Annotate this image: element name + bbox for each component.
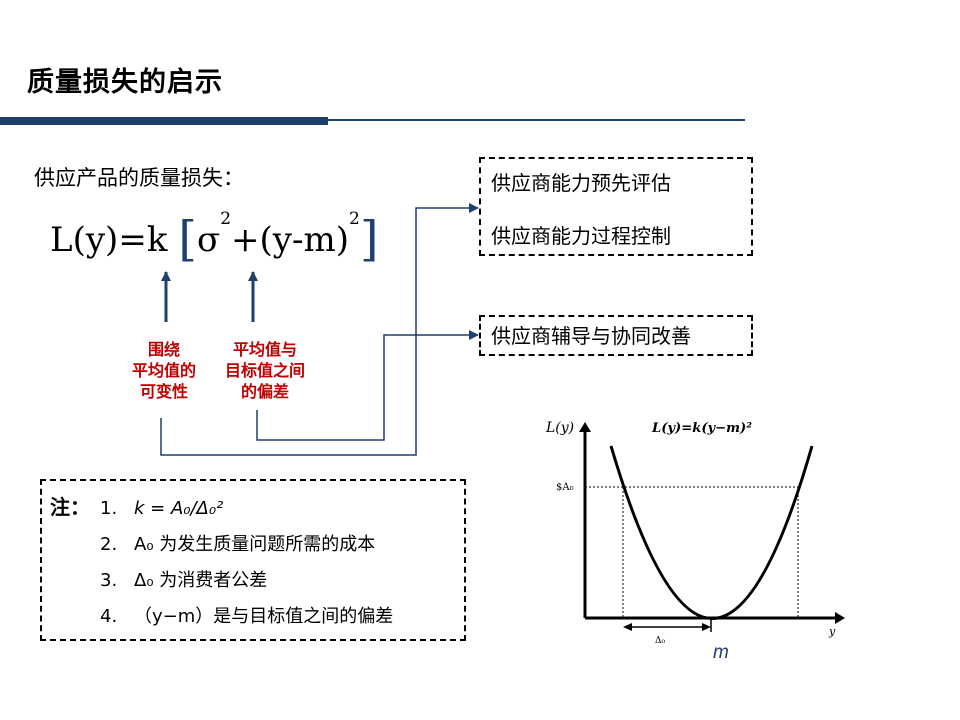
- note-item-4-text: （y−m）是与目标值之间的偏差: [134, 606, 394, 627]
- note-item-4-number: 4.: [100, 606, 118, 627]
- variability-label-line-1: 围绕: [147, 340, 180, 359]
- note-item-1-number: 1.: [100, 498, 118, 519]
- formula-term-exponent: 2: [349, 209, 360, 229]
- note-item-2-number: 2.: [100, 534, 118, 555]
- formula-plus: +: [231, 220, 260, 260]
- formula-open-bracket: [: [178, 211, 197, 267]
- formula-term: (y-m): [259, 220, 349, 260]
- formula-sigma-exponent: 2: [220, 209, 232, 229]
- supplier-capability-box: 供应商能力预先评估 供应商能力过程控制: [479, 157, 753, 256]
- supplier-process-control-text: 供应商能力过程控制: [491, 224, 671, 248]
- quality-loss-formula: L(y)=k [σ2+(y-m)2]: [50, 211, 379, 267]
- graph-a0-label: $A₀: [556, 482, 574, 493]
- graph-formula-label: L(y)=k(y−m)²: [651, 421, 752, 436]
- formula-lhs: L(y): [50, 220, 119, 260]
- graph-delta-label: Δ₀: [655, 636, 665, 646]
- title-underline-thin: [328, 119, 745, 121]
- deviation-label-line-3: 的偏差: [240, 382, 289, 401]
- formula-equals: =: [118, 220, 147, 260]
- graph-delta-arrow-left-head: [623, 623, 632, 631]
- title-underline-thick: [0, 117, 328, 125]
- note-item-2: 2. A₀ 为发生质量问题所需的成本: [100, 533, 375, 557]
- connector-deviation-to-coaching: [256, 330, 479, 441]
- section-heading: 供应产品的质量损失：: [34, 166, 244, 190]
- variability-label: 围绕 平均值的 可变性: [130, 339, 198, 402]
- note-prefix: 注：: [50, 495, 90, 519]
- note-item-3-text: Δ₀ 为消费者公差: [134, 570, 268, 591]
- note-box: 注： 1. k = A₀/Δ₀² 2. A₀ 为发生质量问题所需的成本 3. Δ₀ 为…: [40, 479, 466, 641]
- supplier-coaching-box: 供应商辅导与协同改善: [479, 315, 753, 356]
- graph-x-axis-arrow: [835, 612, 845, 624]
- formula-k: k: [146, 220, 168, 260]
- graph-y-axis-arrow: [579, 422, 591, 432]
- graph-x-axis-label: y: [828, 625, 836, 638]
- note-item-3: 3. Δ₀ 为消费者公差: [100, 569, 267, 593]
- graph-delta-arrow-right-head: [702, 623, 711, 631]
- formula-close-bracket: ]: [359, 211, 379, 267]
- note-item-2-text: A₀ 为发生质量问题所需的成本: [134, 534, 376, 555]
- page-title: 质量损失的启示: [27, 67, 223, 98]
- note-item-3-number: 3.: [100, 570, 118, 591]
- note-item-1: 1. k = A₀/Δ₀²: [100, 497, 223, 521]
- supplier-coaching-text: 供应商辅导与协同改善: [491, 324, 691, 348]
- formula-sigma: σ: [196, 220, 221, 260]
- variability-label-line-2: 平均值的: [131, 361, 196, 380]
- deviation-label-line-1: 平均值与: [232, 340, 297, 359]
- deviation-label-line-2: 目标值之间: [224, 361, 305, 380]
- loss-parabola: [609, 445, 814, 620]
- connector-variability-to-assessment: [160, 203, 479, 456]
- note-item-4: 4. （y−m）是与目标值之间的偏差: [100, 605, 393, 629]
- graph-m-label: m: [713, 642, 729, 663]
- graph-y-axis-label: L(y): [545, 420, 574, 436]
- note-item-1-text: k = A₀/Δ₀²: [134, 498, 224, 519]
- deviation-label: 平均值与 目标值之间 的偏差: [208, 339, 322, 402]
- variability-label-line-3: 可变性: [139, 382, 188, 401]
- supplier-assessment-text: 供应商能力预先评估: [491, 171, 671, 195]
